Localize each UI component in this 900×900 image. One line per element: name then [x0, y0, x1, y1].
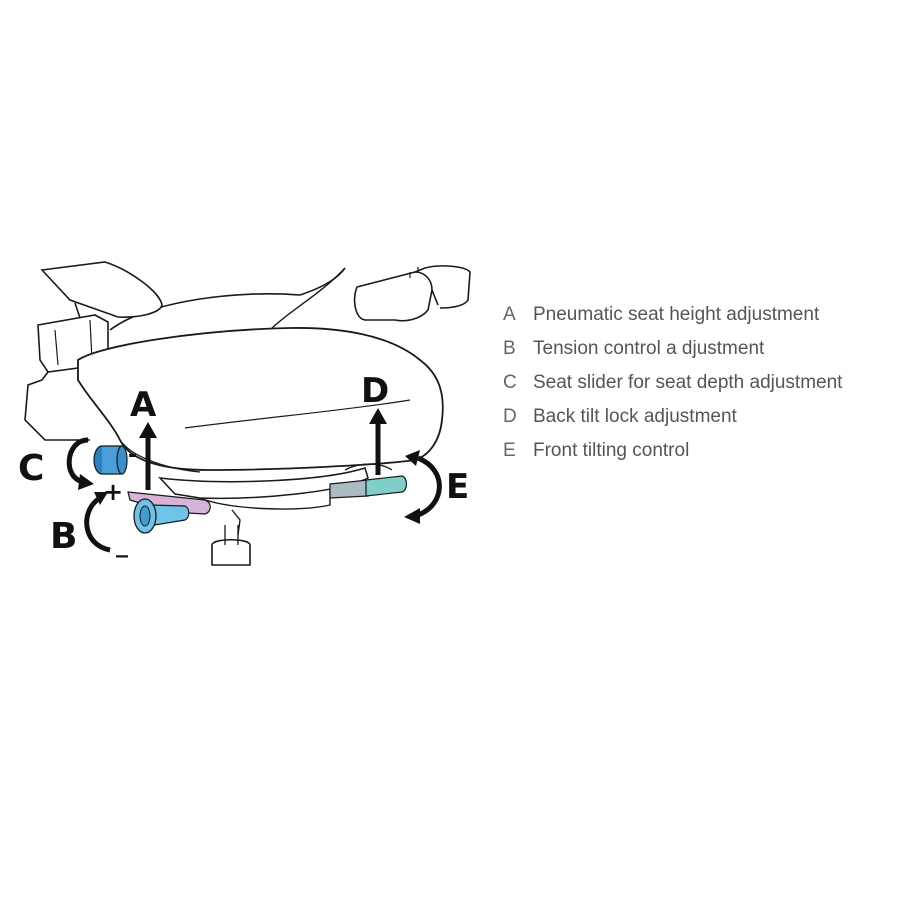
legend-letter: D	[503, 406, 517, 427]
legend-text: Seat slider for seat depth adjustment	[533, 372, 843, 393]
callout-c: C	[18, 448, 44, 489]
left-armrest-post	[24, 302, 90, 441]
gas-cylinder-top	[224, 525, 239, 545]
legend-item-d: D Back tilt lock adjustment	[503, 406, 883, 440]
callout-b-minus: _	[116, 530, 128, 558]
callout-d: D	[361, 371, 389, 411]
legend-letter: C	[503, 372, 517, 393]
arrow-d	[369, 408, 387, 475]
callout-b: B	[50, 516, 77, 557]
legend-item-e: E Front tilting control	[503, 440, 883, 474]
left-armrest-pad	[40, 261, 163, 318]
legend-letter: A	[503, 304, 516, 325]
legend-text: Tension control a djustment	[533, 338, 765, 359]
callout-c-minus: -	[128, 443, 137, 468]
back-tilt-lever	[329, 475, 408, 499]
callout-a: A	[130, 385, 157, 425]
legend-item-c: C Seat slider for seat depth adjustment	[503, 372, 883, 406]
lever-mount	[344, 463, 393, 471]
legend-item-b: B Tension control a djustment	[503, 338, 883, 372]
seat-underside	[199, 490, 331, 536]
seat-slider-knob	[93, 445, 128, 475]
right-armrest-post	[414, 265, 471, 309]
seat-crease	[184, 399, 411, 429]
legend-letter: E	[503, 440, 516, 461]
backrest-right-edge	[269, 267, 346, 331]
arrow-b-rotation	[84, 492, 111, 553]
legend-text: Back tilt lock adjustment	[533, 406, 737, 427]
callout-e: E	[446, 467, 469, 507]
legend-item-a: A Pneumatic seat height adjustment	[503, 304, 883, 338]
arrow-e-rotation	[404, 450, 442, 524]
legend: A Pneumatic seat height adjustment B Ten…	[503, 304, 883, 474]
tension-control-handle	[133, 498, 190, 534]
right-armrest-bracket	[409, 267, 419, 278]
legend-letter: B	[503, 338, 516, 359]
seat-mechanism	[158, 467, 369, 500]
arrow-c-rotation	[66, 437, 94, 490]
legend-text: Front tilting control	[533, 440, 690, 461]
callout-b-plus: +	[103, 478, 123, 506]
arrow-a	[139, 422, 157, 490]
seat-cushion	[77, 327, 444, 471]
legend-text: Pneumatic seat height adjustment	[533, 304, 820, 325]
right-armrest-pad	[353, 271, 433, 322]
gas-cylinder	[211, 538, 251, 566]
